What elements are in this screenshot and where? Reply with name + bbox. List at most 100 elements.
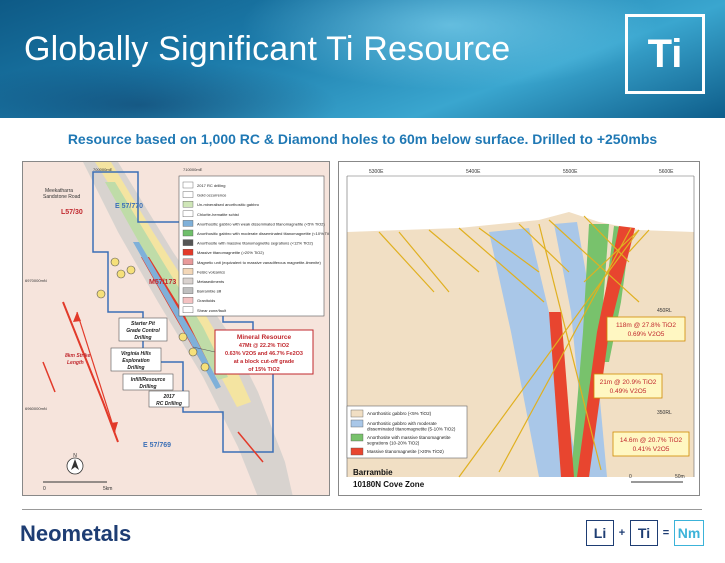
x-axis-label: 5600E	[659, 169, 674, 175]
header-glow	[240, 0, 660, 90]
legend-label: Anorthositic gabbro with moderate dissem…	[197, 231, 330, 236]
mineral-resource-line: at a block cut-off grade	[234, 359, 295, 365]
page-title: Globally Significant Ti Resource	[24, 30, 511, 68]
intercept-line: 0.41% V2O5	[633, 446, 670, 453]
mineral-resource-line: Mineral Resource	[237, 334, 292, 341]
legend-swatch	[182, 191, 194, 198]
ti-box: Ti	[630, 520, 658, 546]
footer-divider	[22, 509, 702, 510]
starter-pit-label: Drilling	[134, 335, 151, 341]
drill-holes	[378, 215, 650, 478]
fault-line	[62, 301, 119, 443]
legend-label: Massive titanomagnetite (>20% TiO2)	[197, 250, 264, 255]
north-label: N	[73, 453, 77, 459]
rc-drilling-label: 2017	[162, 394, 174, 400]
header-banner: Globally Significant Ti Resource Ti	[0, 0, 725, 118]
legend-label: Anorthositic gabbro with weak disseminat…	[197, 221, 325, 226]
gabbro-band	[105, 182, 228, 380]
legend-label: Barrambie sill	[197, 289, 221, 294]
legend-swatch	[182, 306, 194, 314]
scale-start: 0	[43, 486, 46, 492]
legend-swatch	[182, 268, 194, 275]
coord-label: 6970000mN	[25, 278, 47, 283]
infill-label: Infill/Resource	[131, 377, 166, 383]
gold-occurrence-icon	[116, 269, 126, 279]
legend-label: Shear zone/fault	[197, 308, 227, 313]
section-location: Barrambie	[353, 468, 393, 477]
drill-hole	[498, 227, 632, 473]
gold-occurrence-icon	[200, 362, 210, 372]
gold-occurrences	[96, 257, 210, 372]
intercept-line: 21m @ 20.9% TiO2	[600, 379, 657, 386]
section-scale-end: 50m	[675, 474, 685, 480]
legend-label: Un-mineralised anorthositic gabbro	[197, 202, 260, 207]
legend-swatch	[182, 239, 194, 246]
legend-swatch	[182, 210, 194, 217]
legend-swatch	[350, 433, 364, 442]
virginia-label: Exploration	[122, 358, 150, 364]
nm-box: Nm	[674, 520, 704, 546]
drill-hole	[478, 227, 540, 273]
intercept-box	[593, 373, 663, 399]
page-subtitle: Resource based on 1,000 RC & Diamond hol…	[67, 131, 658, 147]
plus-sign: +	[618, 527, 626, 539]
callout-leader	[192, 346, 216, 353]
ti-logo: Ti	[625, 14, 705, 94]
legend-swatch	[182, 296, 194, 304]
legend-swatch	[182, 220, 194, 227]
drill-hole	[628, 229, 650, 253]
x-axis-label: 5500E	[563, 169, 578, 175]
mineral-resource-box	[214, 329, 314, 375]
drill-hole	[458, 229, 640, 478]
intercept-line: 0.69% V2O5	[628, 331, 665, 338]
legend-label: Granitoids	[197, 298, 215, 303]
y-axis-label: 350RL	[657, 410, 672, 416]
tenement-label: M57/173	[149, 279, 176, 286]
intercept-line: 118m @ 27.8% TiO2	[616, 322, 676, 329]
drill-hole	[378, 231, 435, 293]
strike-arrow	[76, 311, 116, 433]
legend-label: segrations (10-20% TiO2)	[367, 441, 420, 446]
legend-label: Anorthositic gabbro with moderate	[367, 421, 437, 426]
infill-box	[122, 373, 174, 391]
legend-label: Chlorite-hematite schist	[197, 212, 240, 217]
legend-label: Magnetic unit (equivalent to massive van…	[197, 260, 322, 265]
legend-label: Anorthosite with massive titanomagnetite…	[197, 241, 314, 246]
li-box: Li	[586, 520, 614, 546]
coord-label: 6960000mN	[25, 406, 47, 411]
legend-label: Gold occurrence	[197, 193, 227, 198]
y-axis-label: 450RL	[657, 308, 672, 314]
drill-hole	[518, 223, 570, 273]
gold-occurrence-icon	[178, 332, 188, 342]
massive-titanomagnetite-zone	[577, 226, 635, 477]
cross-section: 5300E 5400E 5500E 5600E 450RL 350RL 118m…	[339, 162, 699, 495]
legend-label: Anorthositic gabbro (<5% TiO2)	[367, 411, 432, 416]
drill-hole	[548, 219, 640, 303]
legend-swatch	[350, 447, 364, 456]
gold-occurrence-icon	[96, 289, 106, 299]
legend-label: Massive titanomagnetite (>20% TiO2)	[367, 449, 444, 454]
legend-swatch	[182, 248, 194, 256]
gold-occurrence-icon	[126, 265, 136, 275]
section-legend: Anorthositic gabbro (<5% TiO2) Anorthosit…	[350, 409, 456, 456]
fault-line	[237, 431, 264, 463]
tenement-label: L57/30	[61, 209, 83, 216]
mineral-resource-line: of 15% TiO2	[248, 367, 279, 373]
massive-titanomagnetite-zone	[549, 312, 574, 477]
tenement-label: E 57/770	[115, 203, 143, 210]
virginia-label: Drilling	[127, 365, 144, 371]
starter-pit-label: Grade Control	[126, 328, 160, 334]
legend-swatch	[182, 258, 194, 266]
north-arrow-pointer	[71, 459, 79, 470]
legend-swatch	[182, 229, 194, 237]
gold-occurrence-icon	[188, 347, 198, 357]
tenement-label: E 57/769	[143, 442, 171, 449]
x-axis-label: 5300E	[369, 169, 384, 175]
cross-section-panel: 5300E 5400E 5500E 5600E 450RL 350RL 118m…	[338, 161, 700, 496]
strike-arrow-tail	[110, 422, 118, 432]
formula-logo: Li + Ti = Nm	[586, 519, 704, 547]
legend-swatch	[182, 201, 194, 208]
intercept-box	[606, 316, 686, 342]
legend-swatch	[182, 287, 194, 294]
